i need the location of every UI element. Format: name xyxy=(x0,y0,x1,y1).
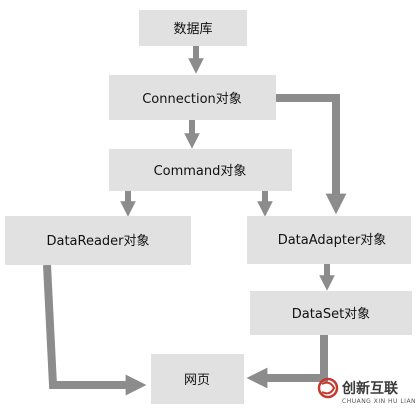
logo-sub-text: CHUANG XIN HU LIAN xyxy=(342,398,416,405)
node-dataset: DataSet对象 xyxy=(250,291,412,335)
node-database: 数据库 xyxy=(139,10,247,46)
arrow-connection-to-dataadapter xyxy=(276,94,347,215)
node-database-label: 数据库 xyxy=(173,21,212,37)
node-dataset-label: DataSet对象 xyxy=(292,307,370,322)
node-connection: Connection对象 xyxy=(109,75,276,120)
connectors xyxy=(43,46,347,396)
logo-icon xyxy=(317,377,339,399)
node-datareader-label: DataReader对象 xyxy=(46,234,149,249)
watermark-logo: 创新互联 CHUANG XIN HU LIAN xyxy=(317,377,416,405)
node-command-label: Command对象 xyxy=(154,164,247,179)
node-command: Command对象 xyxy=(109,149,292,191)
arrow-datareader-to-webpage xyxy=(43,264,147,396)
node-webpage-label: 网页 xyxy=(184,373,210,388)
logo-icon-swoosh xyxy=(321,381,336,395)
node-webpage: 网页 xyxy=(151,354,244,404)
logo-brand-text: 创新互联 xyxy=(341,380,399,397)
node-dataadapter: DataAdapter对象 xyxy=(247,216,411,264)
node-datareader: DataReader对象 xyxy=(5,216,191,265)
node-connection-label: Connection对象 xyxy=(142,92,242,107)
node-dataadapter-label: DataAdapter对象 xyxy=(278,233,387,248)
arrow-dataset-to-webpage xyxy=(246,335,328,389)
